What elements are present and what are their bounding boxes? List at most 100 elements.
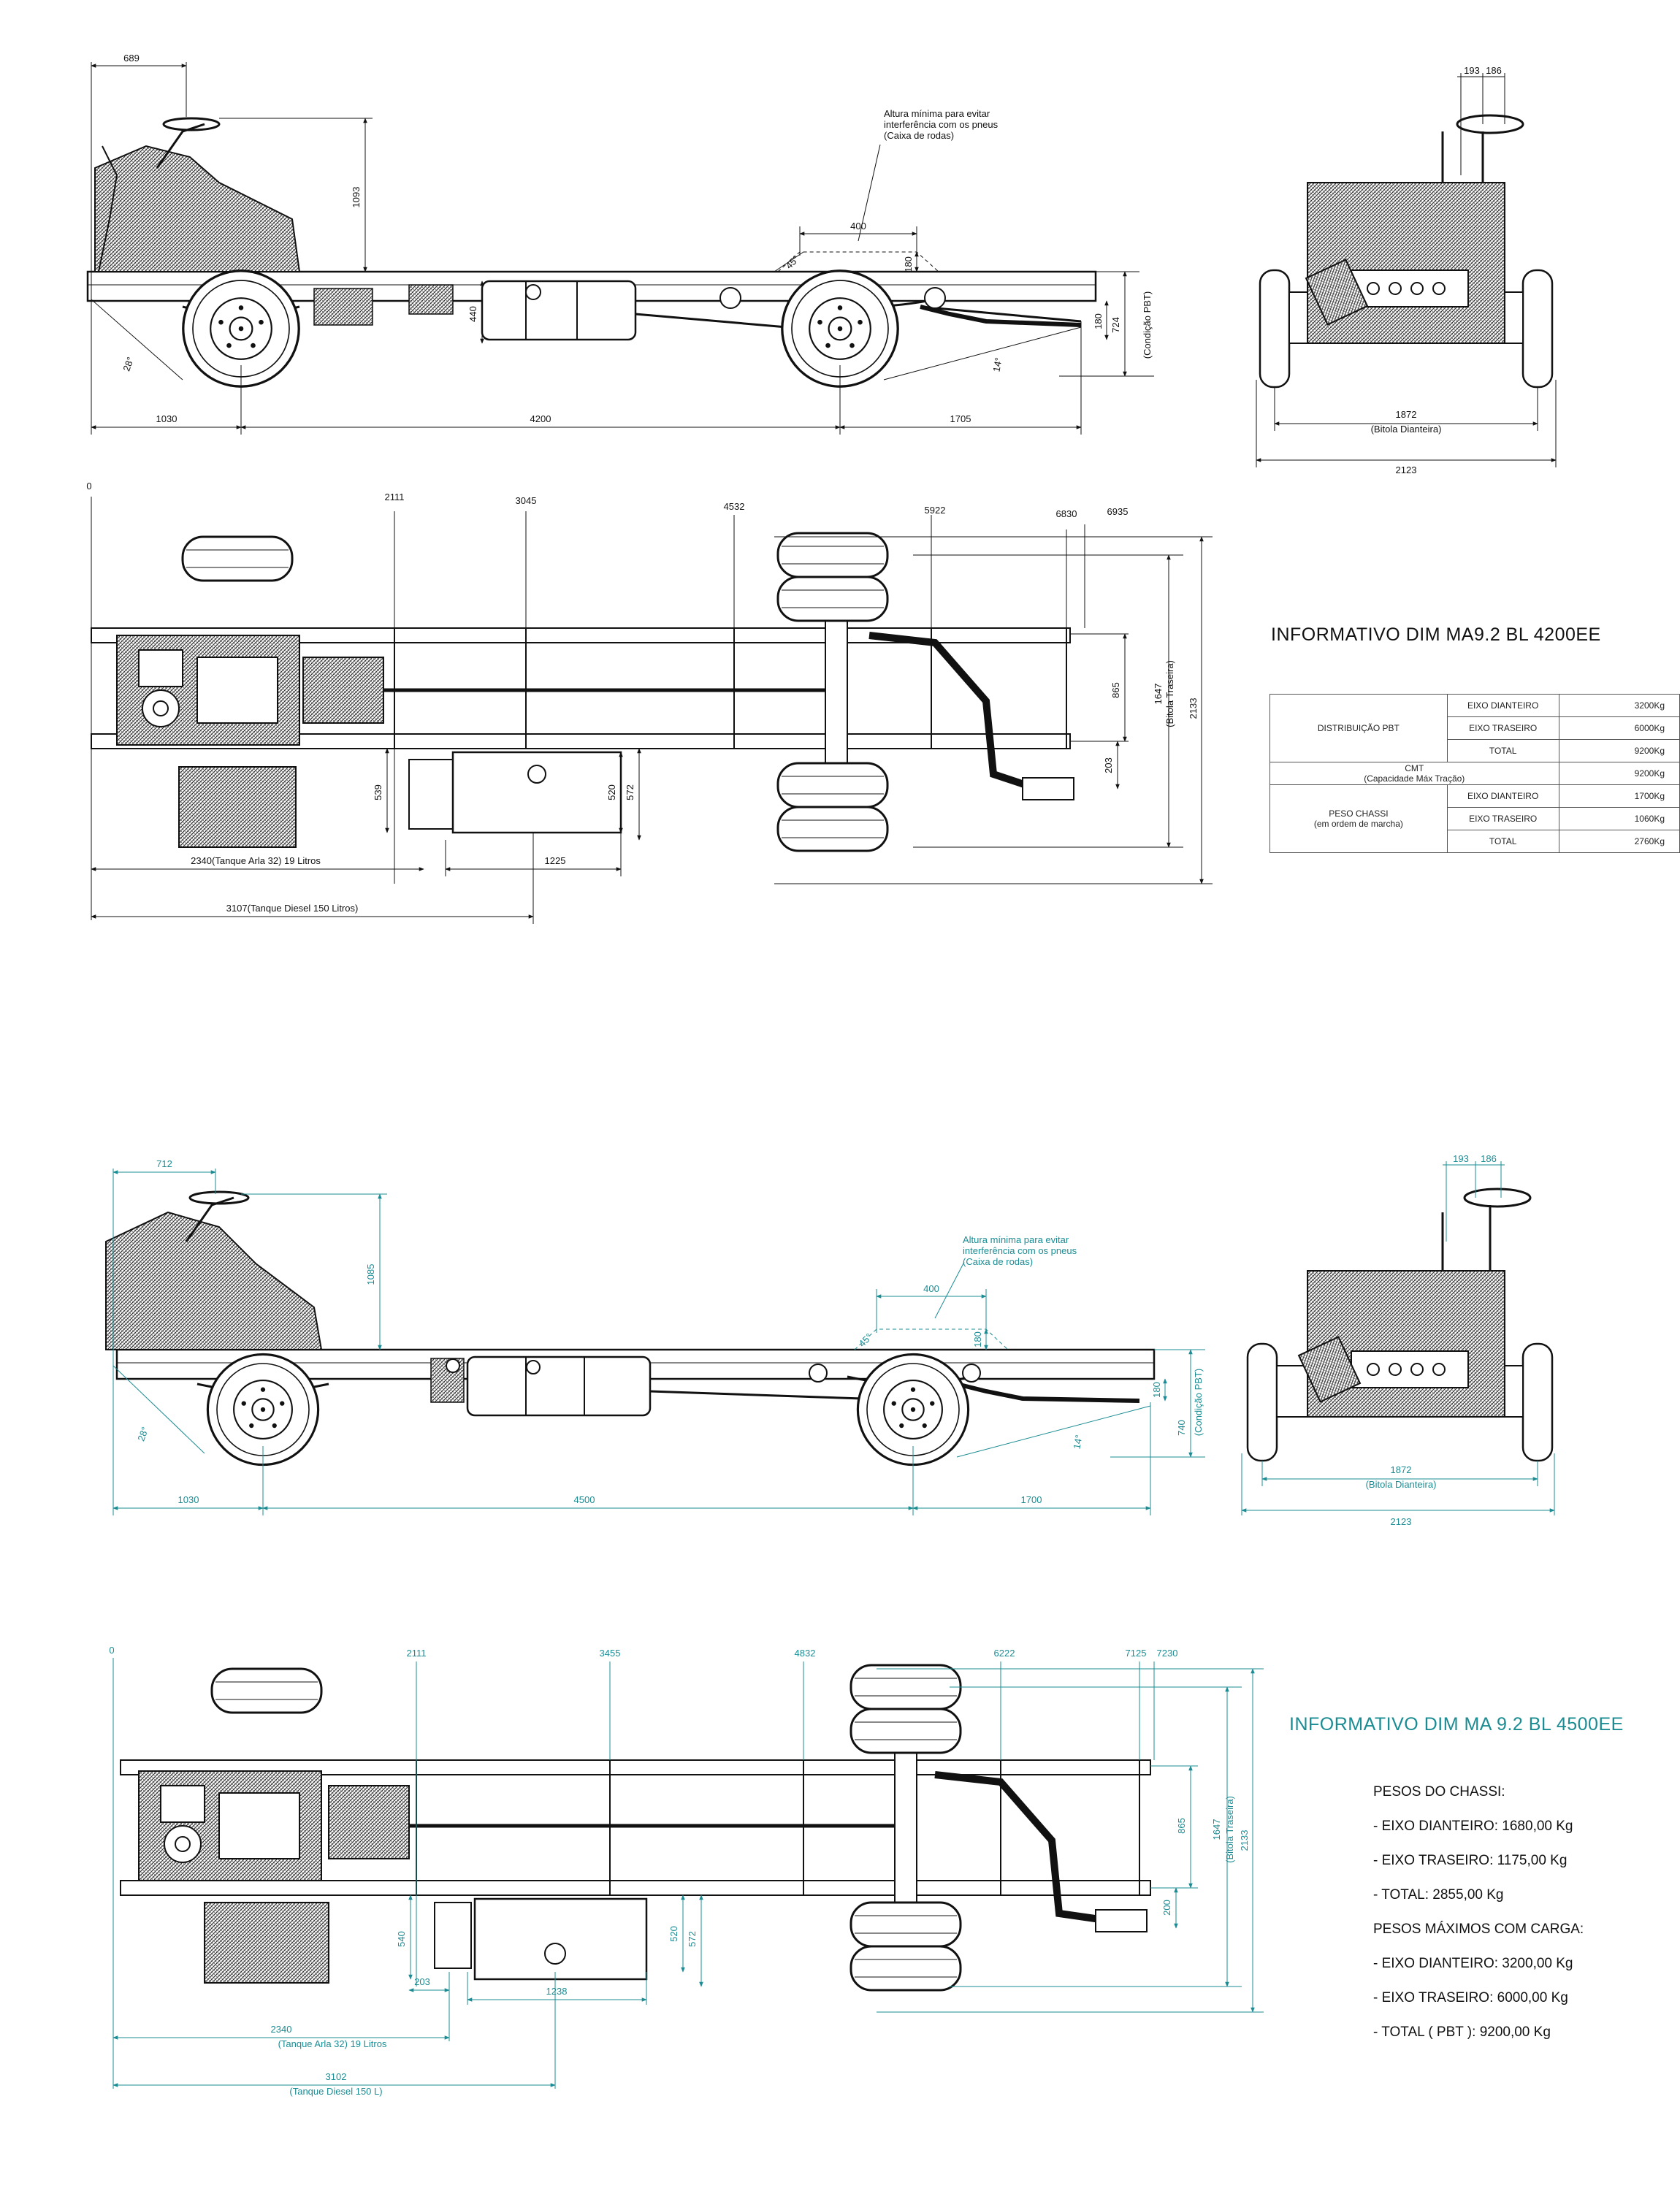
info-title-4500: INFORMATIVO DIM MA 9.2 BL 4500EE xyxy=(1289,1714,1624,1735)
side-view-4500-dims xyxy=(112,1169,1205,1515)
svg-text:interferência com os pneus: interferência com os pneus xyxy=(884,119,999,130)
svg-text:740: 740 xyxy=(1176,1420,1187,1436)
pbt-traseiro-value: 6000Kg xyxy=(1558,716,1680,740)
svg-text:4200: 4200 xyxy=(530,413,551,424)
svg-text:6830: 6830 xyxy=(1056,508,1077,519)
svg-text:203: 203 xyxy=(414,1976,430,1987)
eixo-traseiro-label: EIXO TRASEIRO xyxy=(1446,807,1559,830)
side-view-4200-labels: 689 1093 400 28° 45° 180 440 14° 724 180… xyxy=(121,53,1153,424)
svg-text:7125: 7125 xyxy=(1126,1648,1147,1659)
table-row: TOTAL 9200Kg xyxy=(1270,739,1680,762)
svg-text:724: 724 xyxy=(1110,317,1121,333)
info-title-4200: INFORMATIVO DIM MA9.2 BL 4200EE xyxy=(1271,624,1601,645)
svg-text:interferência com os pneus: interferência com os pneus xyxy=(963,1245,1077,1256)
rear-view-4500 xyxy=(1246,1188,1554,1462)
svg-text:1872: 1872 xyxy=(1391,1464,1412,1475)
svg-text:572: 572 xyxy=(687,1931,698,1947)
svg-text:520: 520 xyxy=(606,784,617,800)
svg-text:186: 186 xyxy=(1481,1153,1497,1164)
svg-text:1030: 1030 xyxy=(156,413,177,424)
rear-view-4200 xyxy=(1259,114,1554,389)
svg-text:865: 865 xyxy=(1110,682,1121,698)
svg-text:689: 689 xyxy=(123,53,140,64)
table-row: DISTRIBUIÇÃO PBT EIXO DIANTEIRO 3200Kg xyxy=(1269,694,1680,762)
svg-text:2340: 2340 xyxy=(271,2024,292,2035)
svg-text:572: 572 xyxy=(625,784,635,800)
svg-text:1647: 1647 xyxy=(1211,1819,1222,1840)
side-view-4200 xyxy=(86,117,1097,388)
svg-text:1700: 1700 xyxy=(1021,1494,1042,1505)
svg-text:(Tanque Arla 32) 19 Litros: (Tanque Arla 32) 19 Litros xyxy=(278,2038,387,2049)
svg-text:4532: 4532 xyxy=(724,501,745,512)
svg-text:Altura mínima para evitar: Altura mínima para evitar xyxy=(963,1234,1069,1245)
svg-text:2133: 2133 xyxy=(1188,698,1199,719)
svg-text:3455: 3455 xyxy=(600,1648,621,1659)
svg-text:865: 865 xyxy=(1176,1818,1187,1834)
svg-text:1093: 1093 xyxy=(351,187,362,208)
top-view-4200-labels: 0 2111 3045 4532 5922 6830 6935 865 1647… xyxy=(86,481,1199,914)
cmt-line-1: CMT xyxy=(1405,763,1424,773)
svg-text:(Tanque Diesel 150 L): (Tanque Diesel 150 L) xyxy=(289,2086,382,2097)
table-row: TOTAL 2760Kg xyxy=(1270,830,1680,853)
svg-text:(Bitola Traseira): (Bitola Traseira) xyxy=(1224,1796,1235,1863)
svg-text:1872: 1872 xyxy=(1396,409,1417,420)
svg-text:520: 520 xyxy=(668,1926,679,1942)
svg-text:(Caixa de rodas): (Caixa de rodas) xyxy=(884,130,954,141)
svg-text:28°: 28° xyxy=(135,1426,150,1443)
svg-text:1030: 1030 xyxy=(178,1494,199,1505)
eixo-dianteiro-label: EIXO DIANTEIRO xyxy=(1446,784,1559,808)
pbt-dianteiro-value: 3200Kg xyxy=(1558,694,1680,717)
total-label: TOTAL xyxy=(1446,739,1559,762)
top-view-4200 xyxy=(91,532,1074,852)
peso-line-1: PESO CHASSI xyxy=(1329,808,1389,819)
svg-text:180: 180 xyxy=(903,256,914,272)
weights-list-4500: PESOS DO CHASSI: - EIXO DIANTEIRO: 1680,… xyxy=(1373,1775,1584,2049)
svg-text:1705: 1705 xyxy=(950,413,971,424)
svg-text:(Bitola Dianteira): (Bitola Dianteira) xyxy=(1371,424,1442,435)
peso-dianteiro-value: 1700Kg xyxy=(1558,784,1680,808)
eixo-traseiro-label: EIXO TRASEIRO xyxy=(1446,716,1559,740)
eixo-dianteiro-label: EIXO DIANTEIRO xyxy=(1446,694,1559,717)
side-view-4500 xyxy=(105,1190,1156,1467)
svg-text:4500: 4500 xyxy=(574,1494,595,1505)
svg-text:(Bitola Traseira): (Bitola Traseira) xyxy=(1164,660,1175,727)
svg-text:3107(Tanque Diesel 150 Litros): 3107(Tanque Diesel 150 Litros) xyxy=(226,903,359,914)
side-view-4200-dims xyxy=(91,62,1154,435)
svg-text:2111: 2111 xyxy=(407,1648,427,1659)
table-row: PESO CHASSI (em ordem de marcha) EIXO DI… xyxy=(1269,784,1680,853)
svg-text:0: 0 xyxy=(86,481,91,492)
svg-text:2111: 2111 xyxy=(385,492,405,502)
dist-pbt-label: DISTRIBUIÇÃO PBT xyxy=(1269,694,1448,762)
svg-text:180: 180 xyxy=(1093,313,1104,329)
cmt-value: 9200Kg xyxy=(1558,762,1680,785)
list-item: - EIXO DIANTEIRO: 3200,00 Kg xyxy=(1373,1956,1573,1971)
svg-text:Altura mínima para evitar: Altura mínima para evitar xyxy=(884,108,990,119)
svg-text:7230: 7230 xyxy=(1157,1648,1178,1659)
list-item: - EIXO DIANTEIRO: 1680,00 Kg xyxy=(1373,1819,1573,1834)
svg-text:28°: 28° xyxy=(121,356,136,373)
list-item: PESOS DO CHASSI: xyxy=(1373,1784,1505,1800)
svg-text:440: 440 xyxy=(467,306,478,322)
peso-traseiro-value: 1060Kg xyxy=(1558,807,1680,830)
list-item: - TOTAL ( PBT ): 9200,00 Kg xyxy=(1373,2024,1551,2040)
rear-view-4500-labels: 193 186 1872 (Bitola Dianteira) 2123 xyxy=(1366,1153,1497,1527)
svg-text:186: 186 xyxy=(1486,65,1502,76)
pbt-total-value: 9200Kg xyxy=(1558,739,1680,762)
svg-text:1085: 1085 xyxy=(365,1264,376,1285)
top-view-4500 xyxy=(120,1664,1151,1992)
svg-text:(Caixa de rodas): (Caixa de rodas) xyxy=(963,1256,1033,1267)
table-row: CMT (Capacidade Máx Tração) 9200Kg xyxy=(1269,762,1680,785)
svg-text:540: 540 xyxy=(396,1931,407,1947)
peso-line-2: (em ordem de marcha) xyxy=(1313,819,1403,829)
table-row: EIXO TRASEIRO 1060Kg xyxy=(1270,807,1680,830)
top-view-4500-labels: 0 2111 3455 4832 6222 7125 7230 865 1647… xyxy=(109,1645,1250,2097)
top-view-4200-dims xyxy=(91,497,1213,924)
svg-text:6935: 6935 xyxy=(1107,506,1129,517)
svg-text:1238: 1238 xyxy=(546,1986,568,1997)
svg-text:200: 200 xyxy=(1161,1900,1172,1916)
svg-text:1647: 1647 xyxy=(1153,684,1164,705)
list-item: PESOS MÁXIMOS COM CARGA: xyxy=(1373,1922,1584,1937)
svg-text:3045: 3045 xyxy=(516,495,537,506)
svg-text:0: 0 xyxy=(109,1645,114,1656)
